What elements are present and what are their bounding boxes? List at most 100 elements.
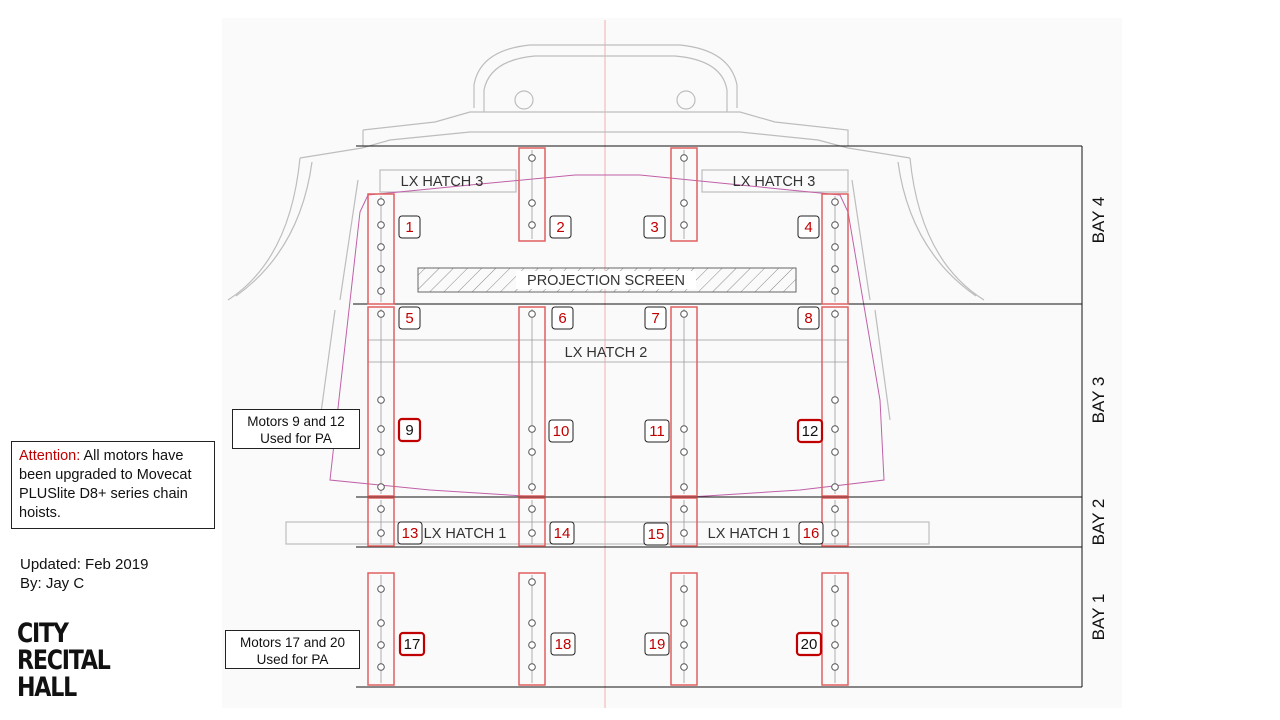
- motor-label-box: [398, 215, 421, 239]
- logo-line-3: HALL: [17, 672, 77, 703]
- motor-number: 3: [650, 219, 658, 236]
- lx-hatch-2-label: LX HATCH 2: [565, 345, 648, 361]
- motor-label-box: [644, 306, 667, 330]
- pa-note-bay-3: Motors 9 and 12 Used for PA: [232, 409, 360, 449]
- motor-label-box: [796, 418, 824, 444]
- pa-note-bay-1-line-1: Motors 17 and 20: [239, 635, 346, 650]
- hoist-point: [528, 310, 536, 318]
- truss: [670, 572, 698, 686]
- attention-label: Attention:: [19, 448, 81, 464]
- attention-note: Attention: All motors have been upgraded…: [11, 441, 215, 529]
- motor-18: 18: [550, 632, 576, 656]
- motor-label-box: [644, 419, 670, 443]
- motor-number: 4: [804, 219, 812, 236]
- motor-number: 19: [649, 636, 666, 653]
- motor-17: 17: [398, 631, 426, 657]
- seating-outline: [329, 174, 885, 498]
- hoist-point: [528, 199, 536, 207]
- motor-label-box: [643, 522, 669, 546]
- hoist-point: [528, 448, 536, 456]
- hoist-point: [831, 529, 839, 537]
- motor-7: 7: [644, 306, 667, 330]
- hoist-point: [528, 483, 536, 491]
- hoist-point: [831, 221, 839, 229]
- motor-number: 10: [553, 423, 570, 440]
- truss: [367, 306, 395, 497]
- lx-hatch-3-right-label: LX HATCH 3: [733, 174, 816, 190]
- hoist-point: [377, 396, 385, 404]
- hoist-point: [680, 154, 688, 162]
- truss: [670, 306, 698, 497]
- hoist-point: [680, 199, 688, 207]
- pa-note-bay-1: Motors 17 and 20 Used for PA: [225, 630, 360, 669]
- hoist-point: [831, 641, 839, 649]
- update-info: Updated: Feb 2019 By: Jay C: [20, 555, 148, 593]
- truss: [821, 193, 849, 305]
- hoist-point: [528, 505, 536, 513]
- motor-label-box: [643, 215, 666, 239]
- motor-number: 6: [558, 310, 566, 327]
- motor-label-box: [795, 631, 823, 657]
- hoist-point: [377, 448, 385, 456]
- pa-note-bay-3-line-1: Motors 9 and 12: [247, 414, 345, 429]
- hoist-point: [831, 505, 839, 513]
- lx-hatch-1-left-label: LX HATCH 1: [424, 526, 507, 542]
- hoist-point: [680, 221, 688, 229]
- motor-19: 19: [644, 632, 670, 656]
- hoist-point: [831, 425, 839, 433]
- motor-11: 11: [644, 419, 670, 443]
- motor-14: 14: [549, 521, 575, 545]
- motor-label-box: [548, 419, 574, 443]
- hoist-point: [528, 663, 536, 671]
- hoist-point: [377, 287, 385, 295]
- motor-label-box: [551, 306, 574, 330]
- hoist-point: [377, 619, 385, 627]
- motor-number: 11: [649, 423, 665, 440]
- hoist-point: [680, 448, 688, 456]
- motor-label-box: [644, 632, 670, 656]
- motor-10: 10: [548, 419, 574, 443]
- hoist-point: [831, 663, 839, 671]
- logo-line-1: CITY: [17, 618, 69, 649]
- bay-2-label: BAY 2: [1089, 499, 1108, 546]
- hoist-point: [680, 529, 688, 537]
- city-recital-hall-logo: CITY RECITAL HALL: [17, 618, 111, 703]
- motor-label-box: [549, 215, 572, 239]
- motor-label-box: [549, 521, 575, 545]
- motor-number: 13: [402, 525, 419, 542]
- bay-4-label: BAY 4: [1089, 197, 1108, 244]
- projection-screen-label: PROJECTION SCREEN: [527, 273, 685, 289]
- hoist-point: [831, 198, 839, 206]
- truss: [821, 306, 849, 497]
- motor-number: 7: [651, 310, 659, 327]
- hoist-point: [377, 641, 385, 649]
- truss: [670, 147, 698, 242]
- motor-8: 8: [797, 306, 820, 330]
- truss: [518, 572, 546, 686]
- motor-number: 16: [803, 525, 820, 542]
- motor-number: 9: [405, 422, 413, 439]
- motor-label-box: [398, 631, 426, 657]
- hoist-point: [377, 198, 385, 206]
- motor-number: 2: [556, 219, 564, 236]
- pa-note-bay-3-line-2: Used for PA: [260, 431, 332, 446]
- hoist-point: [528, 619, 536, 627]
- hoist-point: [831, 265, 839, 273]
- motor-number: 20: [801, 636, 818, 653]
- truss: [367, 193, 395, 305]
- motor-label-box: [398, 306, 421, 330]
- motor-label-box: [797, 215, 820, 239]
- updated-by: By: Jay C: [20, 575, 85, 592]
- truss: [367, 572, 395, 686]
- motor-number: 17: [404, 636, 421, 653]
- truss: [518, 497, 546, 547]
- motor-16: 16: [798, 521, 824, 545]
- motor-number: 14: [554, 525, 571, 542]
- hoist-point: [831, 396, 839, 404]
- motor-13: 13: [397, 521, 423, 545]
- motor-number: 5: [405, 310, 413, 327]
- motor-label-box: [397, 521, 423, 545]
- projection-screen-label-bg: [516, 271, 696, 289]
- hoist-point: [680, 641, 688, 649]
- motor-5: 5: [398, 306, 421, 330]
